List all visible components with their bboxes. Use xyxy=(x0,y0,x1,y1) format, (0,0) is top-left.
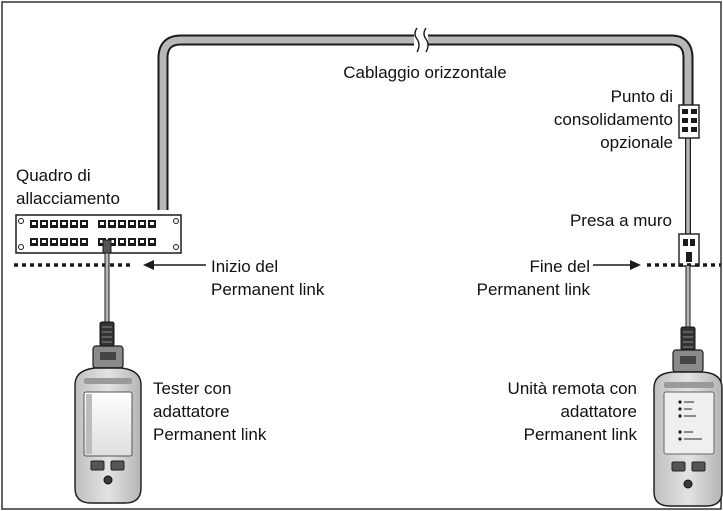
link-start-label-line-2: Permanent link xyxy=(211,280,325,299)
remote-device xyxy=(653,349,723,507)
link-end-label-line-1: Fine del xyxy=(530,257,590,276)
tester-label-line-3: Permanent link xyxy=(153,425,267,444)
consolidation-point xyxy=(678,104,700,139)
remote-patch-cord xyxy=(680,266,696,352)
patch-panel-label-line-1: Quadro di xyxy=(16,166,91,185)
horizontal-cabling-label: Cablaggio orizzontale xyxy=(343,63,507,82)
patch-panel-label-line-2: allacciamento xyxy=(16,189,120,208)
tester-label-line-2: adattatore xyxy=(153,402,230,421)
remote-label-line-2: adattatore xyxy=(560,402,637,421)
wall-outlet xyxy=(678,233,700,267)
consolidation-point-label-line-2: consolidamento xyxy=(554,110,673,129)
link-end-label-line-2: Permanent link xyxy=(477,280,591,299)
tester-device xyxy=(74,345,142,504)
link-end-arrow xyxy=(593,260,641,270)
patch-panel xyxy=(15,214,182,254)
tester-label-line-1: Tester con xyxy=(153,379,231,398)
consolidation-point-label-line-1: Punto di xyxy=(611,87,673,106)
link-start-label-line-1: Inizio del xyxy=(211,257,278,276)
remote-label-line-1: Unità remota con xyxy=(508,379,637,398)
remote-label-line-3: Permanent link xyxy=(524,425,638,444)
tester-patch-cord xyxy=(99,239,115,347)
link-start-arrow xyxy=(143,260,206,270)
consolidation-point-label-line-3: opzionale xyxy=(600,133,673,152)
horizontal-cable xyxy=(157,27,694,210)
wall-outlet-label: Presa a muro xyxy=(570,211,672,230)
